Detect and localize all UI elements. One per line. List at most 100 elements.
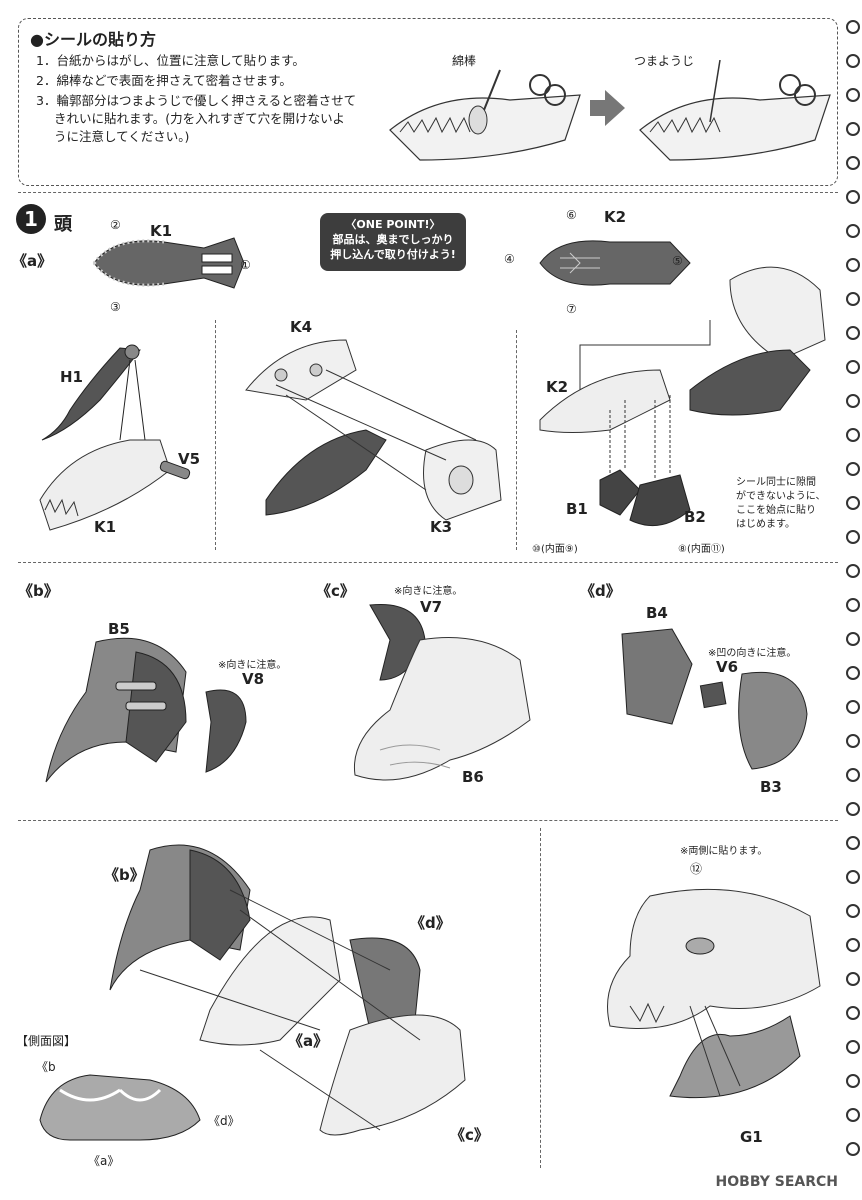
one-point-heading: 〈ONE POINT!〉 xyxy=(345,218,441,231)
note-d: ※凹の向きに注意。 xyxy=(708,648,797,659)
part-k1-tongue xyxy=(92,237,245,289)
sticker-step-3: 3．輪郭部分はつまようじで優しく押さえると密着させて xyxy=(36,93,357,108)
label-k4: K4 xyxy=(290,318,313,336)
binding-ring xyxy=(846,258,860,272)
one-point-line2: 押し込んで取り付けよう! xyxy=(330,248,456,261)
label-b2: B2 xyxy=(684,508,706,526)
step-number: 1 xyxy=(16,204,46,234)
one-point-tip: 〈ONE POINT!〉 部品は、奥までしっかり 押し込んで取り付けよう! xyxy=(320,213,466,271)
spiral-binding xyxy=(846,20,860,1180)
binding-ring xyxy=(846,530,860,544)
divider-final xyxy=(540,828,541,1168)
sticker-guide-box xyxy=(18,18,838,186)
callout-12: ⑫ xyxy=(690,862,703,876)
b5-v8-assembly xyxy=(45,637,247,783)
label-b6: B6 xyxy=(462,768,484,786)
binding-ring xyxy=(846,1006,860,1020)
label-v5: V5 xyxy=(178,450,201,468)
binding-ring xyxy=(846,496,860,510)
binding-ring xyxy=(846,20,860,34)
v7-b6-assembly xyxy=(353,603,531,781)
assembly-label-d: 《d》 xyxy=(410,914,451,932)
label-k2-mid: K2 xyxy=(546,378,569,396)
seal-note-3: ここを始点に貼り xyxy=(736,505,816,516)
h1-v5-k1-assembly xyxy=(39,344,191,531)
section-divider-bcd xyxy=(18,820,838,821)
side-label-d: 《d》 xyxy=(208,1114,240,1128)
head-g1-assembly xyxy=(607,888,821,1099)
k2-b1-b2-assembly xyxy=(539,266,826,527)
binding-ring xyxy=(846,428,860,442)
section-divider-a xyxy=(18,562,838,563)
label-k2-top: K2 xyxy=(604,208,627,226)
callout-5: ⑤ xyxy=(672,254,683,268)
section-divider-top xyxy=(18,192,838,193)
binding-ring xyxy=(846,972,860,986)
k4-k3-assembly xyxy=(245,339,502,521)
note-both-sides: ※両側に貼ります。 xyxy=(680,846,768,857)
binding-ring xyxy=(846,1142,860,1156)
side-view-label: 【側面図】 xyxy=(16,1034,77,1048)
callout-6: ⑥ xyxy=(566,208,577,222)
step-title: 頭 xyxy=(54,214,72,235)
note-b: ※向きに注意。 xyxy=(218,660,287,671)
side-label-a: 《a》 xyxy=(88,1154,120,1168)
sticker-guide-title: ●シールの貼り方 xyxy=(30,30,156,49)
watermark: HOBBY SEARCH xyxy=(715,1174,838,1190)
sub-c-label: 《c》 xyxy=(316,582,355,600)
label-b5: B5 xyxy=(108,620,130,638)
binding-ring xyxy=(846,700,860,714)
binding-ring xyxy=(846,462,860,476)
callout-1: ① xyxy=(240,258,251,272)
binding-ring xyxy=(846,156,860,170)
callout-3: ③ xyxy=(110,300,121,314)
binding-ring xyxy=(846,734,860,748)
assembly-label-a: 《a》 xyxy=(288,1032,329,1050)
binding-ring xyxy=(846,326,860,340)
binding-ring xyxy=(846,768,860,782)
binding-ring xyxy=(846,1108,860,1122)
callout-10-9: ⑩(内面⑨) xyxy=(532,544,578,555)
label-k1-bottom: K1 xyxy=(94,518,117,536)
binding-ring xyxy=(846,88,860,102)
label-v6: V6 xyxy=(716,658,739,676)
sticker-step-1: 1．台紙からはがし、位置に注意して貼ります。 xyxy=(36,53,305,68)
seal-note-4: はじめます。 xyxy=(736,519,795,530)
binding-ring xyxy=(846,1074,860,1088)
assembly-label-b: 《b》 xyxy=(104,866,145,884)
part-k2-tongue xyxy=(539,240,691,286)
one-point-line1: 部品は、奥までしっかり xyxy=(332,233,454,246)
divider-a1 xyxy=(215,320,216,550)
label-b4: B4 xyxy=(646,604,668,622)
sticker-step-3-cont2: うに注意してください。) xyxy=(54,129,190,144)
sticker-illustration xyxy=(389,60,831,161)
side-view-diagram xyxy=(39,1074,201,1141)
binding-ring xyxy=(846,836,860,850)
sticker-step-3-cont: きれいに貼れます。(力を入れすぎて穴を開けないよ xyxy=(54,111,345,126)
binding-ring xyxy=(846,54,860,68)
label-v8: V8 xyxy=(242,670,265,688)
binding-ring xyxy=(846,904,860,918)
callout-8-11: ⑧(内面⑪) xyxy=(678,544,725,555)
binding-ring xyxy=(846,666,860,680)
label-h1: H1 xyxy=(60,368,83,386)
binding-ring xyxy=(846,938,860,952)
label-b3: B3 xyxy=(760,778,782,796)
side-label-b: 《b xyxy=(36,1060,56,1074)
seal-note-1: シール同士に隙間 xyxy=(736,477,816,488)
seal-note-2: ができないように、 xyxy=(736,491,826,502)
binding-ring xyxy=(846,870,860,884)
binding-ring xyxy=(846,598,860,612)
label-v7: V7 xyxy=(420,598,443,616)
label-g1: G1 xyxy=(740,1128,763,1146)
note-c: ※向きに注意。 xyxy=(394,586,463,597)
binding-ring xyxy=(846,394,860,408)
b4-v6-b3-assembly xyxy=(621,628,808,770)
binding-ring xyxy=(846,802,860,816)
tool-cotton-swab-label: 綿棒 xyxy=(452,54,477,68)
assembly-label-c: 《c》 xyxy=(450,1126,489,1144)
sub-d-label: 《d》 xyxy=(580,582,621,600)
sub-b-label: 《b》 xyxy=(18,582,59,600)
tool-toothpick-label: つまようじ xyxy=(634,54,695,68)
divider-a2 xyxy=(516,330,517,550)
